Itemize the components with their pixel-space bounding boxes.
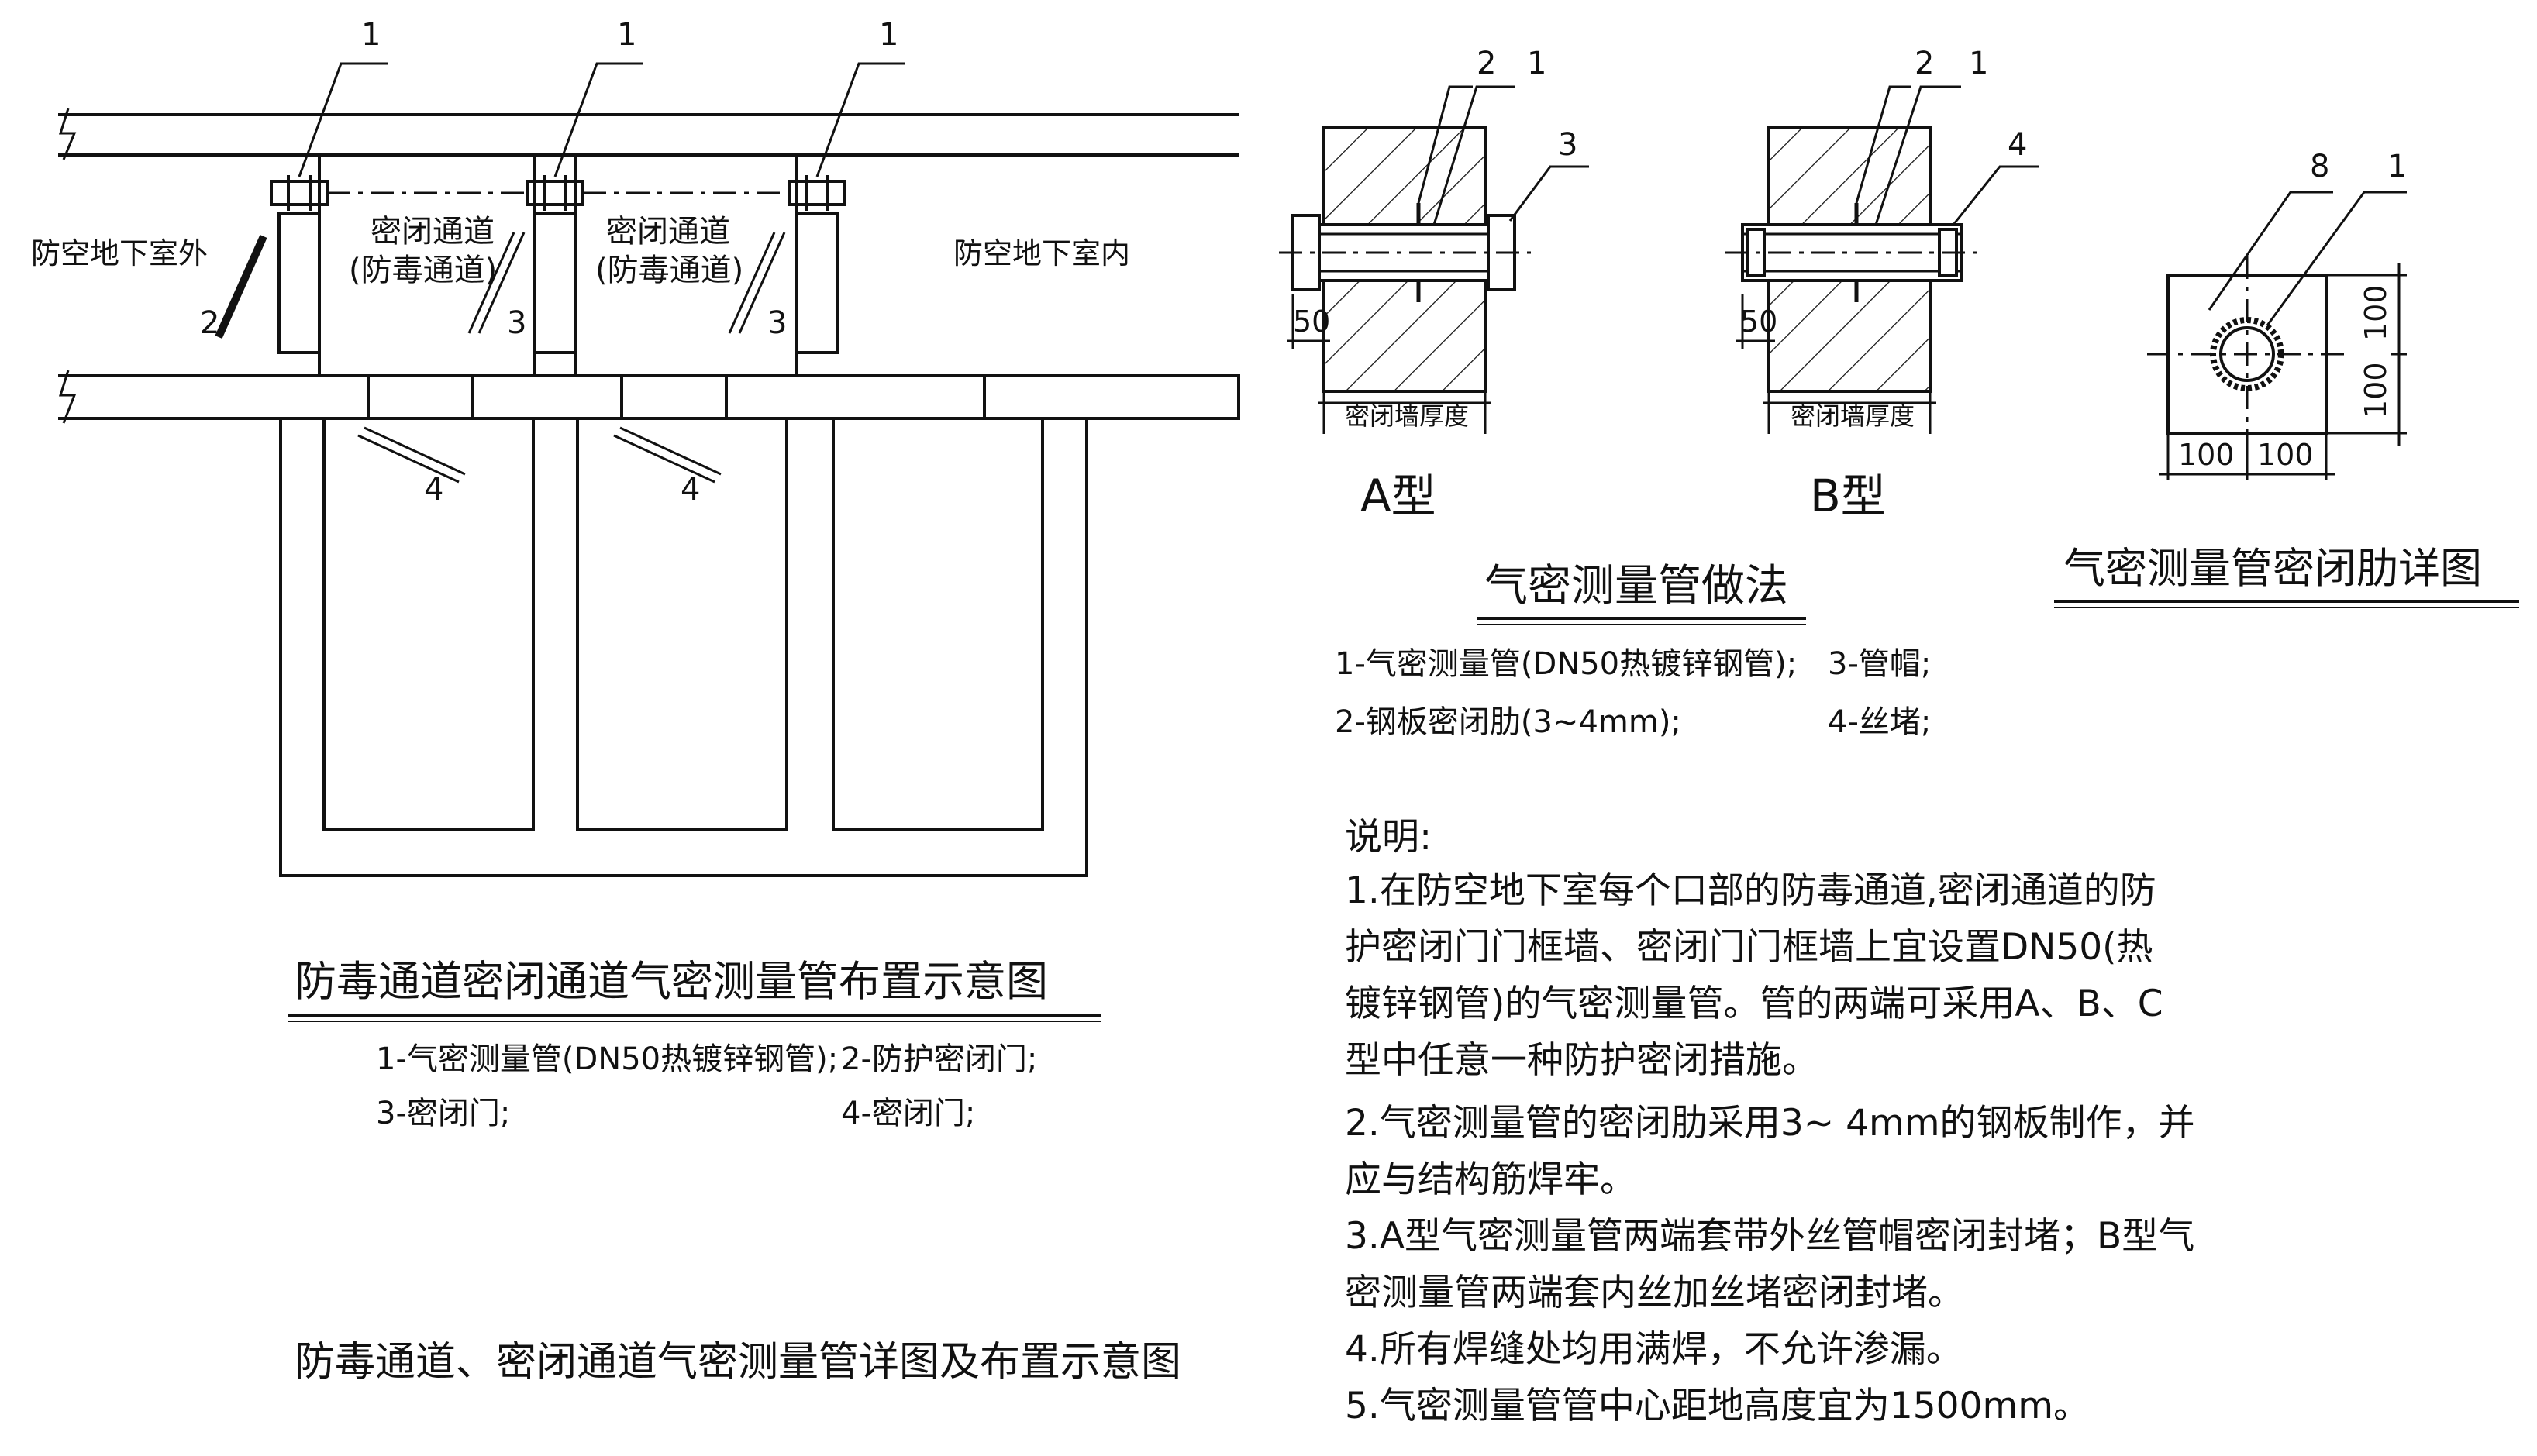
corridor-stub	[983, 374, 1240, 420]
leader	[1874, 85, 1961, 225]
door-opening-2	[620, 374, 728, 420]
note-line: 密测量管两端套内丝加丝堵密闭封堵。	[1345, 1272, 1964, 1314]
dim-50: 50	[1293, 305, 1330, 339]
wall-thickness-label: 密闭墙厚度	[1345, 401, 1469, 431]
callout-2: 2	[1477, 46, 1496, 81]
dim-100: 100	[2359, 284, 2393, 341]
pipe-cap-left	[1291, 214, 1321, 291]
channel-label-line2: (防毒通道)	[595, 253, 743, 288]
callout-3: 3	[767, 305, 787, 341]
callout-1: 1	[361, 17, 381, 53]
leader	[1952, 165, 2039, 225]
legend-item: 2-防护密闭门;	[841, 1041, 1037, 1077]
break-mark	[58, 370, 77, 424]
airtight-door-4b	[619, 426, 722, 476]
layout-plan-title: 防毒通道密闭通道气密测量管布置示意图	[295, 957, 1048, 1006]
note-line: 护密闭门门框墙、密闭门门框墙上宜设置DN50(热	[1345, 926, 2153, 969]
callout-2: 2	[1915, 46, 1934, 81]
leader-1	[2266, 191, 2407, 326]
leader-1b	[553, 62, 643, 177]
rib-detail-title: 气密测量管密闭肋详图	[2063, 544, 2482, 593]
leader	[1855, 85, 1911, 204]
callout-1: 1	[879, 17, 898, 53]
callout-1: 1	[617, 17, 636, 53]
leader-8	[2208, 191, 2333, 311]
main-title: 防毒通道、密闭通道气密测量管详图及布置示意图	[295, 1339, 1181, 1385]
frame-wall-1	[277, 212, 321, 354]
pipe-method-caption: 气密测量管做法 1-气密测量管(DN50热镀锌钢管); 3-管帽; 2-钢板密闭…	[1335, 561, 1931, 740]
note-line: 镀锌钢管)的气密测量管。管的两端可采用A、B、C	[1345, 983, 2163, 1025]
note-line: 2.气密测量管的密闭肋采用3~ 4mm的钢板制作，并	[1345, 1102, 2195, 1144]
type-a-label: A型	[1360, 470, 1436, 522]
dim-100: 100	[2359, 362, 2393, 418]
lower-room-3	[832, 417, 1044, 831]
legend-item: 4-丝堵;	[1828, 704, 1931, 740]
leader	[1417, 85, 1473, 204]
callout-4: 4	[681, 472, 700, 508]
pipe-method-title: 气密测量管做法	[1484, 561, 1788, 611]
protective-door-2	[215, 234, 267, 339]
legend-item: 1-气密测量管(DN50热镀锌钢管);	[376, 1041, 838, 1077]
channel-label-line1: 密闭通道	[606, 214, 730, 250]
weld-ring	[2210, 317, 2284, 391]
channel-label-line1: 密闭通道	[371, 214, 495, 250]
callout-1: 1	[1969, 46, 1988, 81]
notes-heading: 说明:	[1345, 815, 1432, 859]
wall-thickness-label: 密闭墙厚度	[1791, 401, 1915, 431]
type-a-detail: 2 1 3 50 密闭墙厚度 A型	[1279, 46, 1589, 522]
layout-plan: 1 1 1 2 3 3 4 4 防空地下室外 防空地下室内 密闭通道 (防毒通道…	[31, 17, 1240, 1131]
callout-3: 3	[1558, 127, 1577, 163]
leader	[1432, 85, 1515, 225]
channel-label-line2: (防毒通道)	[349, 253, 497, 288]
callout-4: 4	[424, 472, 443, 508]
airtight-door-4a	[364, 426, 466, 476]
dim-100: 100	[2178, 438, 2235, 472]
break-mark	[58, 108, 77, 160]
note-line: 应与结构筋焊牢。	[1345, 1158, 1636, 1201]
rib-detail: 8 1 100 100 100 100 气密测量管密闭肋详图	[2054, 149, 2519, 608]
type-b-label: B型	[1810, 470, 1886, 522]
dim-50: 50	[1740, 305, 1777, 339]
callout-1: 1	[2387, 149, 2407, 184]
legend-item: 1-气密测量管(DN50热镀锌钢管);	[1335, 646, 1797, 682]
legend-item: 3-管帽;	[1828, 646, 1931, 682]
note-line: 4.所有焊缝处均用满焊，不允许渗漏。	[1345, 1328, 1963, 1371]
pipe-section	[2219, 326, 2275, 382]
callout-3: 3	[507, 305, 526, 341]
legend-item: 3-密闭门;	[376, 1096, 510, 1131]
airtight-door-3a	[477, 232, 526, 334]
callout-2: 2	[200, 305, 219, 341]
airtight-door-3b	[738, 232, 786, 334]
leader-1a	[298, 62, 388, 177]
leader-1c	[815, 62, 905, 177]
note-line: 5.气密测量管管中心距地高度宜为1500mm。	[1345, 1385, 2091, 1427]
callout-4: 4	[2008, 127, 2027, 163]
type-b-detail: 2 1 4 50 密闭墙厚度 B型	[1725, 46, 2039, 522]
room-inside-label: 防空地下室内	[953, 236, 1130, 270]
legend-item: 2-钢板密闭肋(3~4mm);	[1335, 704, 1681, 740]
note-line: 3.A型气密测量管两端套带外丝管帽密闭封堵；B型气	[1345, 1215, 2195, 1258]
frame-wall-2	[533, 212, 577, 354]
door-opening-1	[367, 374, 474, 420]
note-line: 型中任意一种防护密闭措施。	[1345, 1039, 1818, 1082]
leader	[1508, 165, 1589, 222]
frame-wall-3	[795, 212, 839, 354]
callout-1: 1	[1527, 46, 1546, 81]
legend-item: 4-密闭门;	[841, 1096, 975, 1131]
room-outside-label: 防空地下室外	[31, 236, 208, 270]
callout-8: 8	[2310, 149, 2329, 184]
dim-100: 100	[2257, 438, 2314, 472]
note-line: 1.在防空地下室每个口部的防毒通道,密闭通道的防	[1345, 869, 2156, 912]
